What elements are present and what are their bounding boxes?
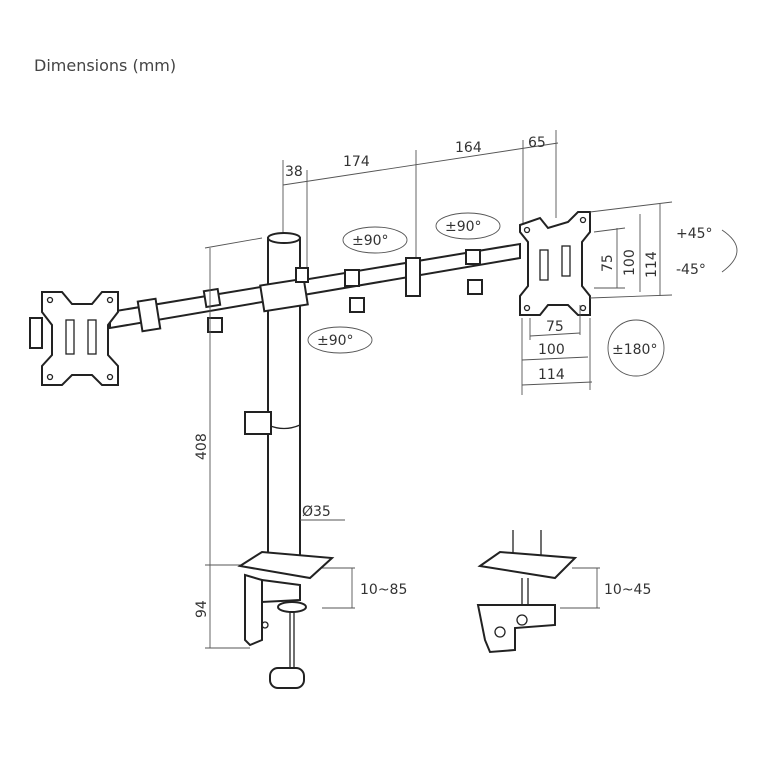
diagram-title: Dimensions (mm)	[34, 56, 177, 75]
dim-174: 174	[343, 154, 370, 170]
tilt-down-label: -45°	[676, 262, 706, 278]
vesa-horizontal-75: 75	[546, 319, 564, 335]
dim-38: 38	[285, 164, 303, 180]
vesa-vertical-75: 75	[600, 254, 616, 272]
rotate-arrow-icon	[342, 226, 408, 254]
rotation-arm-lower: ±90°	[317, 333, 354, 349]
rotation-arm-mid: ±90°	[445, 219, 482, 235]
dim-65: 65	[528, 135, 546, 151]
rotate-arrow-icon	[307, 326, 373, 354]
arm-dimension-lines	[282, 130, 559, 270]
vesa-vertical-114: 114	[644, 251, 660, 278]
rotation-arm-left: ±90°	[352, 233, 389, 249]
rotation-180-label: ±180°	[612, 342, 657, 358]
dim-164: 164	[455, 140, 482, 156]
vesa-horizontal-100: 100	[538, 342, 565, 358]
rotate-180-icon	[607, 319, 665, 377]
clamp-desk-range: 10~85	[360, 582, 407, 598]
rotate-arrow-icon	[435, 212, 501, 240]
tilt-up-label: +45°	[676, 226, 713, 242]
tilt-arrow-icon	[721, 229, 738, 273]
c-clamp	[237, 550, 335, 689]
clamp-height-94: 94	[194, 600, 210, 618]
vesa-vertical-100: 100	[622, 249, 638, 276]
pole-height-408: 408	[194, 433, 210, 460]
vesa-dimension-lines	[521, 201, 673, 395]
grommet-clamp	[476, 530, 578, 654]
arm	[109, 242, 521, 333]
right-vesa-plate	[519, 211, 591, 316]
left-vesa-plate	[29, 291, 119, 386]
vesa-horizontal-114: 114	[538, 367, 565, 383]
pole-diameter: Ø35	[302, 504, 331, 520]
grommet-desk-range: 10~45	[604, 582, 651, 598]
